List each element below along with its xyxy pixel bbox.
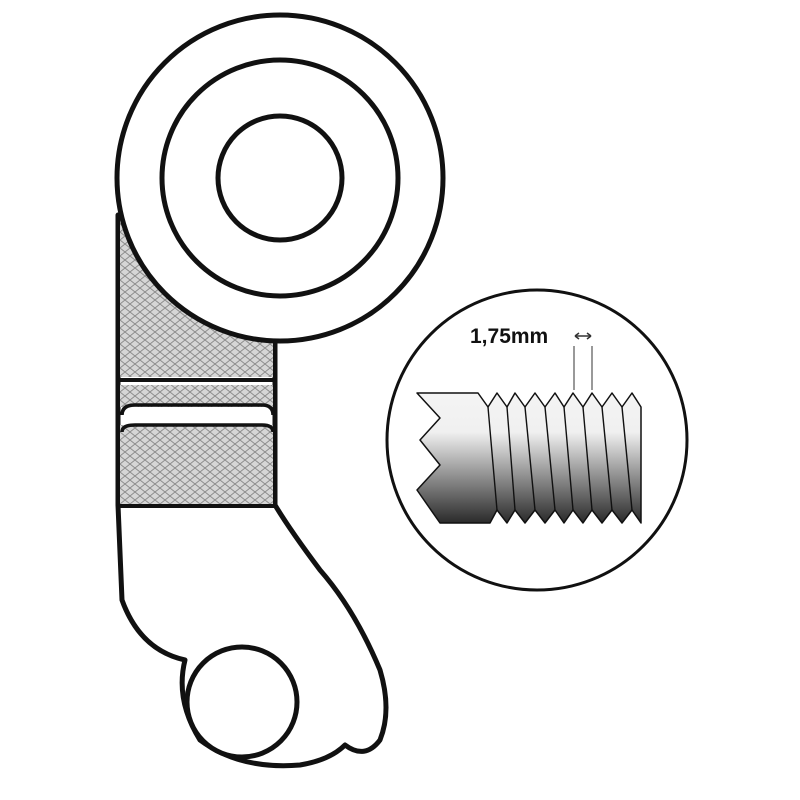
thread-detail-callout: 1,75mm: [385, 288, 689, 592]
hatched-band-middle: [120, 385, 273, 407]
pitch-dimension-marker: [573, 332, 593, 390]
hatched-band-lower: [120, 425, 273, 505]
thread-pitch-label: 1,75mm: [470, 325, 548, 348]
axle-hole: [215, 113, 345, 243]
derailleur-bolt-hole: [184, 644, 300, 760]
hanger-body: [114, 12, 446, 769]
